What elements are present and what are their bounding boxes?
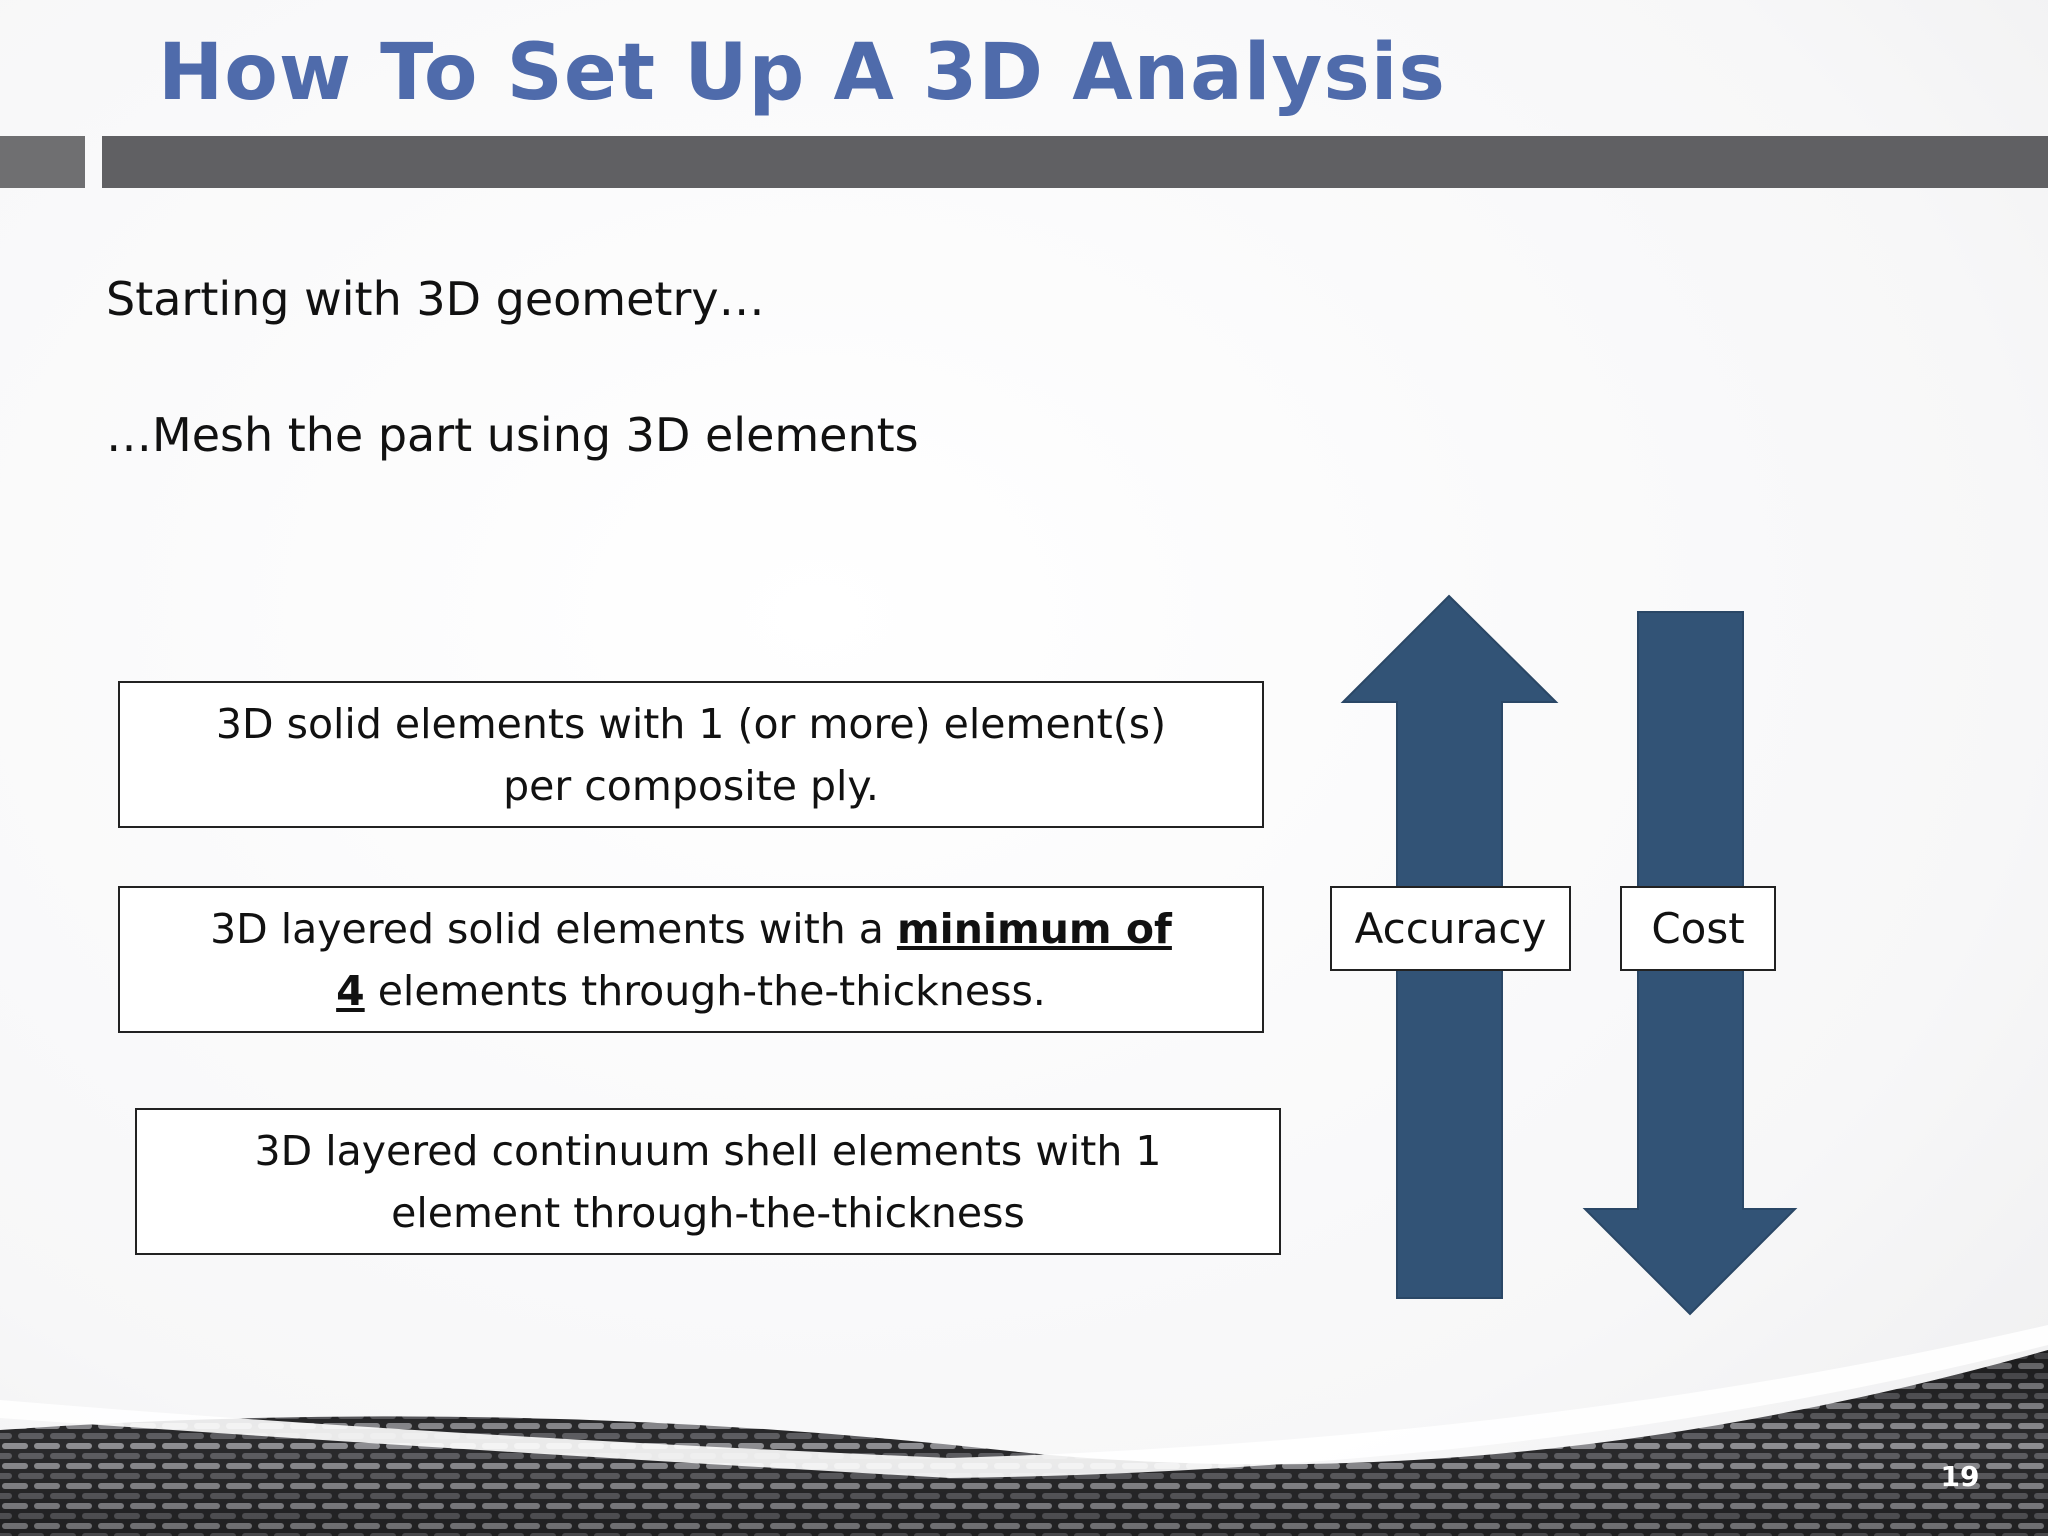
footer-weave-shade — [0, 1350, 2048, 1536]
slide-title: How To Set Up A 3D Analysis — [158, 28, 1446, 118]
body-line-mesh: …Mesh the part using 3D elements — [106, 408, 919, 462]
box-solid-elements-text: 3D solid elements with 1 (or more) eleme… — [215, 699, 1167, 810]
box-continuum-shell-elements-text: 3D layered continuum shell elements with… — [254, 1126, 1162, 1237]
box-layered-solid-text-after: elements through-the-thickness. — [364, 966, 1046, 1015]
accuracy-label: Accuracy — [1330, 886, 1571, 971]
header-bar — [102, 136, 2048, 188]
box-layered-solid-emphasis: minimum of 4 — [336, 904, 1172, 1015]
body-line-geometry: Starting with 3D geometry… — [106, 272, 765, 326]
cost-label: Cost — [1620, 886, 1776, 971]
slide-number: 19 — [1940, 1460, 1980, 1493]
box-layered-solid-text-before: 3D layered solid elements with a — [210, 904, 897, 953]
box-solid-elements: 3D solid elements with 1 (or more) eleme… — [118, 681, 1264, 828]
box-layered-solid-elements-text: 3D layered solid elements with a minimum… — [191, 898, 1191, 1022]
footer-white-swoosh — [0, 1325, 2048, 1478]
box-continuum-shell-elements: 3D layered continuum shell elements with… — [135, 1108, 1281, 1255]
box-layered-solid-elements: 3D layered solid elements with a minimum… — [118, 886, 1264, 1033]
header-bar-left — [0, 136, 85, 188]
